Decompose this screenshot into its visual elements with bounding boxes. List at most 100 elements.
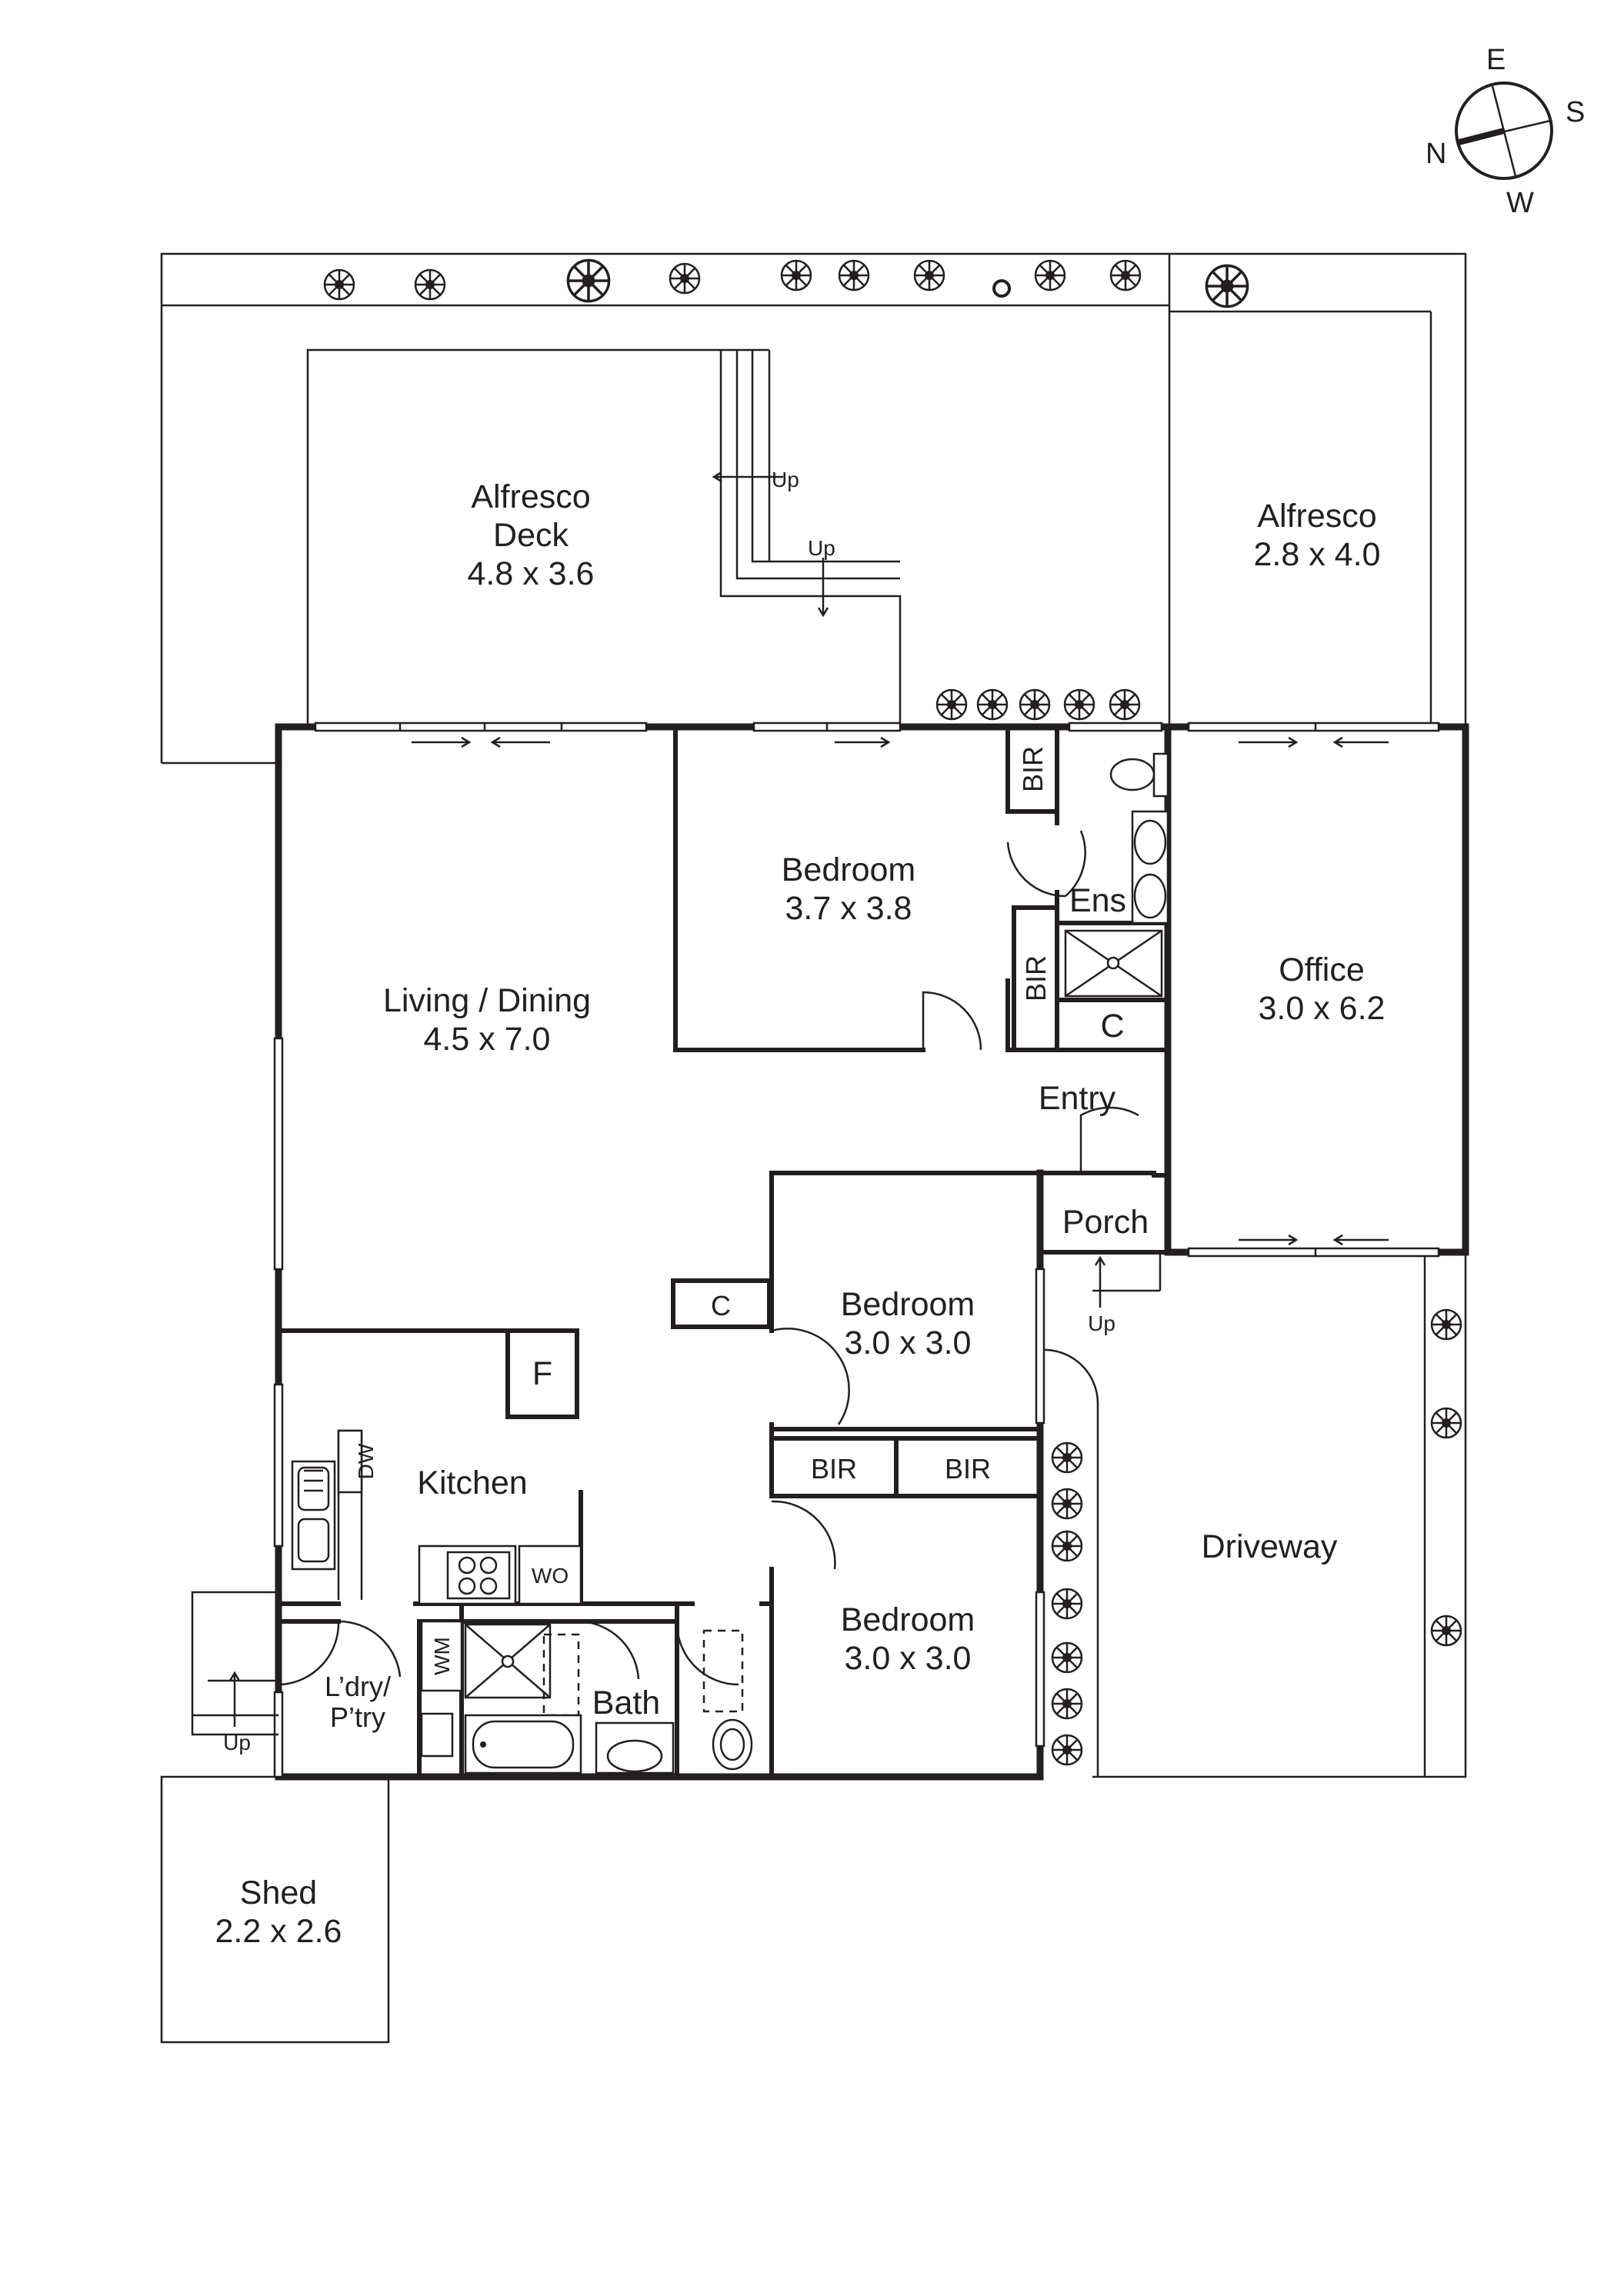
room-size: 3.0 x 6.2	[1259, 990, 1386, 1027]
room-size: 3.0 x 3.0	[845, 1640, 972, 1677]
tree-icon	[1051, 1530, 1083, 1562]
room-name: Entry	[1039, 1080, 1116, 1117]
dishwasher	[337, 1429, 363, 1494]
compass-e: E	[1486, 44, 1506, 76]
door	[1065, 830, 1086, 897]
compass-ring	[1455, 82, 1553, 180]
tree-icon	[838, 259, 870, 292]
drain-icon	[501, 1655, 515, 1668]
fixtures	[291, 752, 1169, 1774]
door	[1006, 841, 1066, 898]
basin-icon	[1133, 873, 1167, 919]
windows	[273, 721, 1440, 1778]
room-labels: Alfresco Deck 4.8 x 3.6 Alfresco 2.8 x 4…	[215, 478, 1386, 1950]
tree-icon	[669, 262, 701, 295]
cupboard-label: C	[1100, 1008, 1124, 1045]
alfresco-deck: Up Up	[306, 348, 902, 727]
tree-icon	[1051, 1734, 1083, 1766]
window	[1187, 1247, 1440, 1258]
tree-icon	[976, 688, 1009, 721]
tree-icon	[1205, 264, 1249, 308]
slide-arrows	[412, 736, 1389, 1246]
dishwasher-label: DW	[354, 1443, 378, 1479]
room-size: 4.8 x 3.6	[468, 555, 595, 592]
wall-oven-label: WO	[532, 1564, 569, 1588]
bir-label: BIR	[1017, 746, 1049, 792]
up-label: Up	[1088, 1311, 1115, 1335]
room-name: Ens	[1069, 882, 1126, 919]
room-name: L’dry/	[325, 1671, 391, 1702]
washing-machine	[420, 1620, 463, 1692]
tree-icon	[1051, 1588, 1083, 1620]
site-boundary	[160, 252, 1467, 1778]
tree-icon	[780, 259, 812, 292]
room-name: Bath	[592, 1685, 660, 1721]
window	[314, 721, 648, 732]
room-name: Deck	[493, 517, 569, 554]
tree-icon	[1063, 688, 1095, 721]
room-name: Living / Dining	[383, 982, 591, 1019]
internal-walls	[191, 725, 1170, 1779]
tree-icon	[1430, 1308, 1462, 1341]
tree-icon	[1019, 688, 1051, 721]
tree-icon	[1109, 688, 1141, 721]
compass-w: W	[1506, 187, 1534, 219]
wall-oven	[518, 1545, 582, 1605]
up-label: Up	[808, 536, 835, 560]
room-name: Bedroom	[841, 1286, 975, 1323]
tree-icon	[1034, 259, 1066, 292]
tree-icon	[566, 258, 611, 303]
toilet-icon	[1109, 758, 1155, 791]
door	[338, 1620, 402, 1678]
window	[273, 1383, 284, 1548]
basin-icon	[606, 1739, 663, 1773]
tree-icon	[913, 259, 945, 292]
window	[1068, 721, 1163, 732]
room-size: 4.5 x 7.0	[424, 1021, 551, 1058]
room-name: P’try	[330, 1701, 385, 1733]
tree-icon	[1051, 1488, 1083, 1520]
room-name: Driveway	[1202, 1528, 1338, 1565]
room-name: Alfresco	[1257, 498, 1376, 535]
door	[771, 1500, 836, 1570]
tree-icon	[1430, 1407, 1462, 1439]
window	[1187, 721, 1440, 732]
washing-machine-label: WM	[430, 1637, 454, 1675]
shrub-icon	[992, 279, 1011, 298]
window	[1035, 1268, 1045, 1425]
room-name: Bedroom	[782, 851, 915, 888]
door	[771, 1328, 850, 1425]
tree-icon	[1051, 1688, 1083, 1720]
trees	[323, 258, 1462, 1766]
room-size: 2.8 x 4.0	[1254, 536, 1381, 573]
fridge-label: F	[532, 1355, 552, 1392]
room-name: Porch	[1062, 1204, 1149, 1241]
tree-icon	[414, 268, 446, 301]
window	[273, 1037, 284, 1271]
room-name: Office	[1279, 951, 1365, 988]
door	[922, 991, 982, 1051]
basin-icon	[1133, 819, 1167, 865]
room-size: 2.2 x 2.6	[215, 1913, 342, 1950]
compass: E S N W	[1426, 44, 1585, 219]
room-size: 3.0 x 3.0	[845, 1325, 972, 1361]
compass-s: S	[1566, 96, 1585, 128]
door	[1079, 1106, 1139, 1173]
window	[1035, 1591, 1045, 1748]
door	[580, 1620, 640, 1680]
cupboard-label: C	[711, 1290, 731, 1321]
bir-label: BIR	[811, 1453, 857, 1485]
tree-icon	[935, 688, 968, 721]
compass-n: N	[1426, 138, 1446, 170]
door	[675, 1621, 739, 1686]
porch-step	[1094, 1255, 1106, 1308]
door	[280, 1621, 340, 1686]
room-size: 3.7 x 3.8	[785, 890, 912, 927]
fixture-labels: BIR BIR C C BIR BIR F DW WM WO Up Up	[223, 746, 1124, 1754]
room-name: Bedroom	[841, 1601, 975, 1638]
tree-icon	[1109, 259, 1142, 292]
tree-icon	[1430, 1615, 1462, 1647]
room-name: Shed	[240, 1874, 317, 1911]
bir-label: BIR	[945, 1453, 991, 1485]
